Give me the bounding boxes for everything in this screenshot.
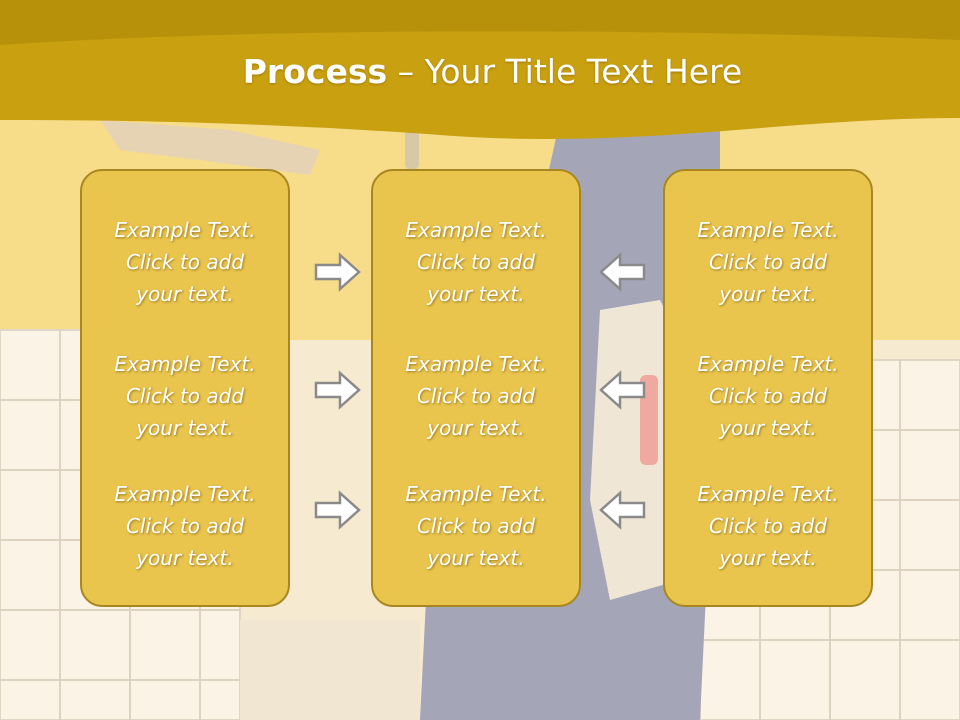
text-placeholder[interactable]: Example Text. Click to add your text.: [405, 218, 547, 306]
right-arrow-icon: [314, 490, 361, 530]
slide-title-rest: – Your Title Text Here: [387, 52, 743, 91]
process-column-1[interactable]: Example Text. Click to add your text. Ex…: [80, 169, 290, 607]
right-arrow-icon: [314, 370, 361, 410]
process-column-2[interactable]: Example Text. Click to add your text. Ex…: [371, 169, 581, 607]
left-arrow-icon: [599, 252, 646, 292]
right-arrow-icon: [314, 252, 361, 292]
left-arrow-icon: [599, 370, 646, 410]
process-column-3[interactable]: Example Text. Click to add your text. Ex…: [663, 169, 873, 607]
text-placeholder[interactable]: Example Text. Click to add your text.: [697, 218, 839, 306]
slide-title-bold: Process: [242, 52, 388, 91]
text-placeholder[interactable]: Example Text. Click to add your text.: [405, 482, 547, 570]
text-placeholder[interactable]: Example Text. Click to add your text.: [405, 352, 547, 440]
text-placeholder[interactable]: Example Text. Click to add your text.: [697, 482, 839, 570]
text-placeholder[interactable]: Example Text. Click to add your text.: [114, 352, 256, 440]
text-placeholder[interactable]: Example Text. Click to add your text.: [114, 482, 256, 570]
slide-title[interactable]: Process – Your Title Text Here: [0, 52, 960, 91]
text-placeholder[interactable]: Example Text. Click to add your text.: [697, 352, 839, 440]
text-placeholder[interactable]: Example Text. Click to add your text.: [114, 218, 256, 306]
left-arrow-icon: [599, 490, 646, 530]
